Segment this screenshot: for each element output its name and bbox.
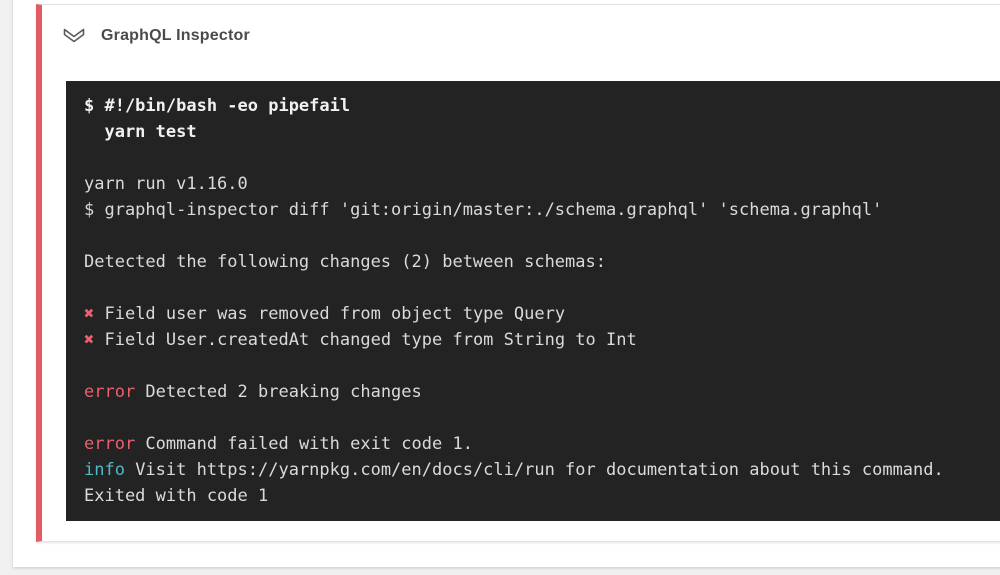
- terminal-line: info Visit https://yarnpkg.com/en/docs/c…: [84, 457, 1000, 483]
- terminal-segment: yarn test: [84, 122, 197, 142]
- terminal-line: [84, 223, 1000, 249]
- terminal-segment: Command failed with exit code 1.: [135, 434, 473, 454]
- chevron-down-icon[interactable]: [61, 25, 87, 47]
- terminal-segment: error: [84, 382, 136, 402]
- step-card: GraphQL Inspector $ #!/bin/bash -eo pipe…: [36, 4, 1000, 542]
- job-output-panel: GraphQL Inspector $ #!/bin/bash -eo pipe…: [13, 0, 1000, 567]
- terminal-segment: Visit https://yarnpkg.com/en/docs/cli/ru…: [124, 460, 944, 480]
- terminal-line: Detected the following changes (2) betwe…: [84, 249, 1000, 275]
- terminal-line: ✖ Field User.createdAt changed type from…: [84, 327, 1000, 353]
- terminal-segment: Field user was removed from object type …: [94, 304, 566, 324]
- terminal-line: yarn run v1.16.0: [84, 171, 1000, 197]
- terminal-line: [84, 405, 1000, 431]
- terminal-segment: ✖: [84, 304, 95, 324]
- step-header[interactable]: GraphQL Inspector: [42, 5, 1000, 47]
- terminal-segment: $ #!/bin/bash -eo pipefail: [84, 96, 351, 116]
- terminal-segment: info: [84, 460, 125, 480]
- terminal-line: yarn test: [84, 119, 1000, 145]
- terminal-line: error Command failed with exit code 1.: [84, 431, 1000, 457]
- terminal-line: ✖ Field user was removed from object typ…: [84, 301, 1000, 327]
- terminal-line: $ #!/bin/bash -eo pipefail: [84, 93, 1000, 119]
- terminal-line: Exited with code 1: [84, 483, 1000, 509]
- terminal-line: $ graphql-inspector diff 'git:origin/mas…: [84, 197, 1000, 223]
- terminal-line: error Detected 2 breaking changes: [84, 379, 1000, 405]
- terminal-segment: Field User.createdAt changed type from S…: [94, 330, 637, 350]
- terminal-segment: yarn run v1.16.0: [84, 174, 248, 194]
- terminal-output: $ #!/bin/bash -eo pipefail yarn test yar…: [66, 81, 1000, 521]
- terminal-line: [84, 353, 1000, 379]
- terminal-line: [84, 145, 1000, 171]
- terminal-segment: Exited with code 1: [84, 486, 269, 506]
- terminal-segment: Detected 2 breaking changes: [135, 382, 422, 402]
- terminal-segment: $ graphql-inspector diff 'git:origin/mas…: [84, 200, 883, 220]
- terminal-segment: Detected the following changes (2) betwe…: [84, 252, 606, 272]
- terminal-segment: error: [84, 434, 136, 454]
- terminal-segment: ✖: [84, 330, 95, 350]
- terminal-line: [84, 275, 1000, 301]
- step-title: GraphQL Inspector: [101, 27, 250, 44]
